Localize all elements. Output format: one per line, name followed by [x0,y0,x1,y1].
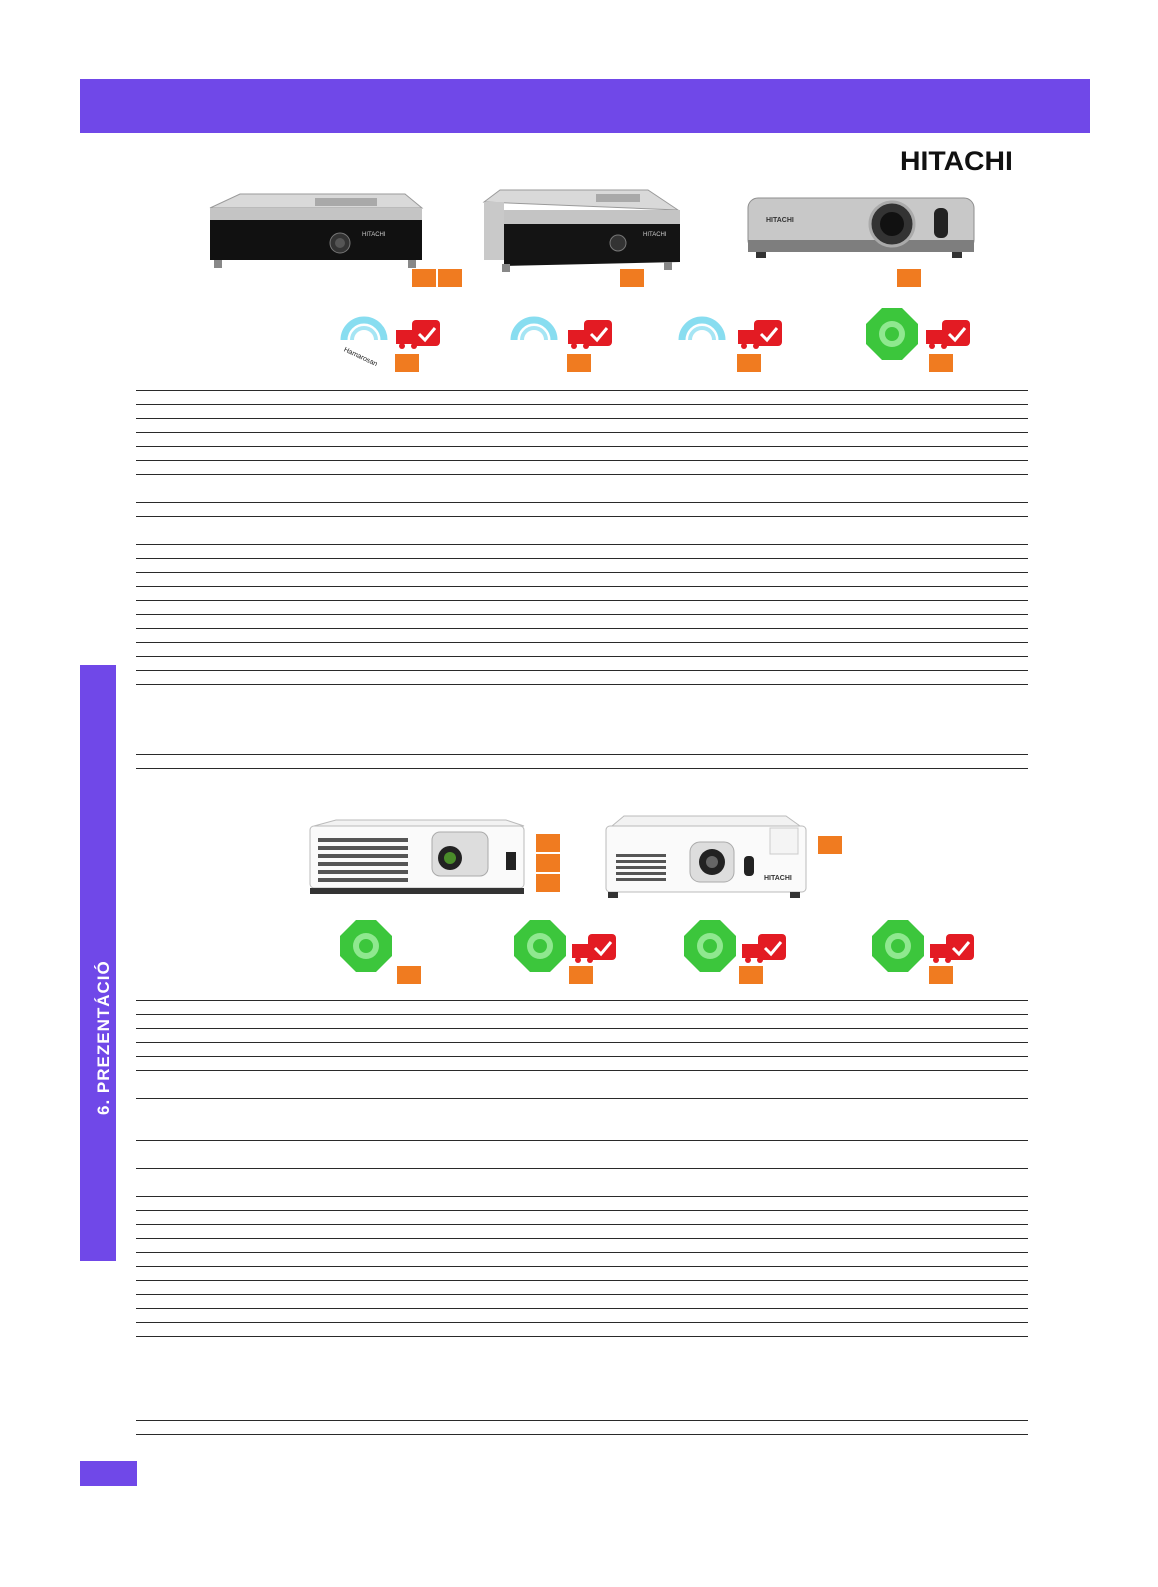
projector-image-5: HITACHI [605,815,807,898]
swirl-badge-icon [510,316,558,341]
table-rule [136,642,1028,643]
table-rule [136,600,1028,601]
orange-badge [929,354,953,372]
swirl-badge-icon [678,316,726,341]
projector-image-1: HITACHI [209,193,424,268]
delivery-truck-phone-icon [572,934,616,963]
table-rule [136,1042,1028,1043]
table-rule [136,684,1028,685]
svg-text:Hamarosan: Hamarosan [342,346,378,366]
table-rule [136,1252,1028,1253]
table-rule [136,1266,1028,1267]
green-badge-icon [684,920,736,972]
green-badge-icon [866,308,918,360]
delivery-truck-phone-icon [742,934,786,963]
table-rule [136,572,1028,573]
table-rule [136,1336,1028,1337]
table-rule [136,1000,1028,1001]
table-rule [136,670,1028,671]
table-rule [136,1056,1028,1057]
table-rule [136,586,1028,587]
table-rule [136,544,1028,545]
table-rule [136,1224,1028,1225]
orange-badge [897,269,921,287]
orange-badge [567,354,591,372]
table-rule [136,460,1028,461]
table-rule [136,1028,1028,1029]
hitachi-logo: HITACHI [900,146,1013,176]
table-rule [136,628,1028,629]
table-rule [136,1210,1028,1211]
table-rule [136,446,1028,447]
delivery-truck-phone-icon [930,934,974,963]
page-number-box [80,1461,137,1486]
orange-badge [397,966,421,984]
table-rule [136,474,1028,475]
table-rule [136,1168,1028,1169]
delivery-truck-phone-icon [738,320,782,349]
table-rule [136,1070,1028,1071]
table-rule [136,1434,1028,1435]
orange-badge [536,854,560,872]
table-rule [136,1098,1028,1099]
orange-badge [818,836,842,854]
svg-text:HITACHI: HITACHI [764,875,792,882]
green-badge-icon [514,920,566,972]
table-rule [136,558,1028,559]
orange-badge [536,874,560,892]
table-rule [136,418,1028,419]
svg-text:HITACHI: HITACHI [766,217,794,224]
section-side-tab-label: 6. PREZENTÁCIÓ [94,960,113,1115]
orange-badge [438,269,462,287]
swirl-badge-icon: Hamarosan [340,316,388,366]
table-rule [136,404,1028,405]
header-band [80,79,1090,133]
delivery-truck-phone-icon [396,320,440,349]
table-rule [136,1280,1028,1281]
projector-image-2: HITACHI [482,189,680,272]
table-rule [136,614,1028,615]
svg-text:HITACHI: HITACHI [362,232,386,238]
orange-badge [929,966,953,984]
table-rule [136,1322,1028,1323]
orange-badge [739,966,763,984]
table-rule [136,768,1028,769]
section-side-tab: 6. PREZENTÁCIÓ [80,665,116,1261]
orange-badge [737,354,761,372]
table-rule [136,1308,1028,1309]
projector-image-4 [309,819,525,894]
orange-badge [412,269,436,287]
table-rule [136,502,1028,503]
table-rule [136,1238,1028,1239]
table-rule [136,1420,1028,1421]
green-badge-icon [872,920,924,972]
table-rule [136,1196,1028,1197]
table-rule [136,1014,1028,1015]
table-rule [136,516,1028,517]
table-rule [136,390,1028,391]
table-rule [136,656,1028,657]
orange-badge [569,966,593,984]
svg-text:HITACHI: HITACHI [643,232,667,238]
table-rule [136,432,1028,433]
orange-badge [536,834,560,852]
orange-badge [620,269,644,287]
delivery-truck-phone-icon [568,320,612,349]
table-rule [136,754,1028,755]
orange-badge [395,354,419,372]
delivery-truck-phone-icon [926,320,970,349]
table-rule [136,1140,1028,1141]
projector-image-3: HITACHI [747,197,975,258]
green-badge-icon [340,920,392,972]
table-rule [136,1294,1028,1295]
